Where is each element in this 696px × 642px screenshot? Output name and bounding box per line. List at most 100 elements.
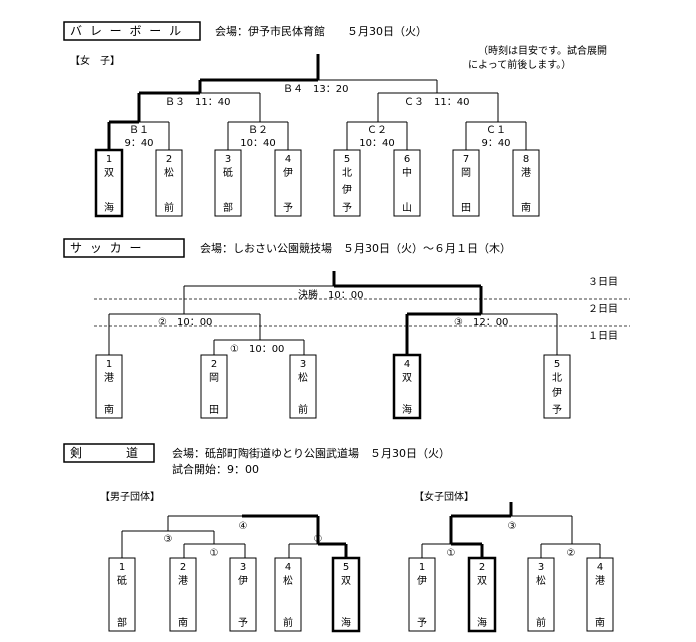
team-name-bottom: 前: [298, 403, 308, 416]
team-number: 3: [538, 562, 544, 573]
team-name-top: 双: [477, 575, 487, 587]
team-name-bottom: 南: [104, 403, 114, 416]
team-number: 2: [166, 154, 172, 165]
team-number: 5: [343, 562, 349, 573]
team-name-bottom: 南: [595, 616, 605, 629]
team-name-top: 伊: [417, 575, 427, 587]
kendo-venue: 会場：砥部町陶街道ゆとり公園武道場 ５月30日（火）: [172, 446, 450, 460]
team-number: 5: [344, 154, 350, 165]
team-name-bottom: 田: [209, 405, 219, 416]
team-name-top: 港: [104, 372, 114, 384]
men-team-label: 【男子団体】: [100, 491, 160, 503]
team-name-bottom: 海: [477, 616, 487, 629]
women-team-label: 【女子団体】: [414, 490, 474, 503]
men-match-1: ①: [210, 548, 219, 559]
team-name-bottom: 前: [164, 201, 174, 214]
volleyball-note-2: によって前後します。）: [468, 58, 571, 71]
team-number: 1: [106, 359, 112, 370]
team-name-bottom: 海: [341, 616, 351, 629]
match-b4: Ｂ４ 13：20: [283, 84, 348, 95]
team-name-top: 松: [164, 166, 174, 179]
women-match-2: ②: [567, 548, 576, 559]
team-name-top: 松: [536, 574, 546, 587]
match-c2-time: 10：40: [359, 138, 394, 149]
day2-label: ２日目: [588, 304, 618, 315]
soccer-title: サ ッ カ ー: [70, 241, 143, 255]
team-number: 4: [597, 562, 603, 573]
team-name-bottom: 山: [402, 202, 412, 214]
team-name-bottom: 南: [521, 201, 531, 214]
day1-label: １日目: [588, 331, 618, 342]
match-final: 決勝 10：00: [298, 288, 363, 301]
volleyball-venue: 会場：伊予市民体育館 ５月30日（火）: [215, 24, 427, 38]
team-name-bottom: 南: [178, 616, 188, 629]
team-name-top: 中: [402, 166, 412, 179]
match-b1-name: Ｂ１: [129, 125, 149, 136]
team-number: 8: [523, 154, 529, 165]
team-number: 1: [419, 562, 425, 573]
team-name-bottom: 予: [283, 202, 293, 214]
team-number: 2: [180, 562, 186, 573]
team-name-top: 岡: [209, 372, 219, 384]
team-name-bottom: 海: [402, 403, 412, 416]
team-number: 4: [285, 562, 291, 573]
team-name-bottom: 前: [283, 616, 293, 629]
match-c3: Ｃ３ 11：40: [404, 97, 469, 108]
team-number: 6: [404, 154, 410, 165]
team-name-top: 伊: [238, 575, 248, 587]
match-2: ② 10：00: [158, 317, 212, 328]
team-name-bottom: 田: [461, 203, 471, 214]
team-name-top: 松: [298, 371, 308, 384]
team-number: 3: [300, 359, 306, 370]
match-c2-name: Ｃ２: [367, 125, 387, 136]
men-match-3: ③: [164, 534, 173, 545]
day3-label: ３日目: [588, 277, 618, 288]
soccer-venue: 会場：しおさい公園競技場 ５月30日（火）～６月１日（木）: [200, 241, 511, 255]
match-c1-time: 9：40: [481, 138, 510, 149]
team-name-bottom: 部: [223, 201, 233, 214]
team-name-top: 港: [595, 575, 605, 587]
kendo-title: 剣 道: [70, 446, 140, 460]
volleyball-note-1: （時刻は目安です。試合展開: [478, 44, 607, 57]
team-name-mid: 伊: [342, 184, 352, 196]
team-name-bottom: 予: [552, 404, 562, 416]
team-name-bottom: 部: [117, 616, 127, 629]
match-3: ③ 12：00: [454, 317, 508, 328]
team-name-top: 砥: [117, 574, 127, 587]
team-number: 2: [211, 359, 217, 370]
team-name-mid: 伊: [552, 387, 562, 399]
team-number: 3: [240, 562, 246, 573]
women-match-3: ③: [508, 521, 517, 532]
men-match-2: ②: [314, 534, 323, 545]
match-b2-time: 10：40: [240, 138, 275, 149]
team-name-bottom: 海: [104, 201, 114, 214]
team-number: 1: [119, 562, 125, 573]
women-match-1: ①: [447, 548, 456, 559]
team-number: 7: [463, 154, 469, 165]
team-number: 1: [106, 154, 112, 165]
match-b2-name: Ｂ２: [248, 125, 268, 136]
match-c1-name: Ｃ１: [486, 125, 506, 136]
team-number: 2: [479, 562, 485, 573]
team-number: 5: [554, 359, 560, 370]
volleyball-category: 【女 子】: [70, 54, 120, 67]
match-b3: Ｂ３ 11：40: [165, 97, 230, 108]
team-number: 4: [404, 359, 410, 370]
team-name-top: 伊: [283, 167, 293, 179]
men-match-4: ④: [239, 521, 248, 532]
kendo-start-time: 試合開始：9：00: [172, 462, 259, 476]
team-name-bottom: 予: [417, 617, 427, 629]
team-name-bottom: 予: [238, 617, 248, 629]
match-b1-time: 9：40: [124, 138, 153, 149]
team-name-top: 北: [552, 372, 562, 384]
team-name-top: 松: [283, 574, 293, 587]
match-1: ① 10：00: [230, 344, 284, 355]
volleyball-title: バ レ ー ボ ー ル: [70, 24, 183, 38]
team-number: 3: [225, 154, 231, 165]
team-name-bottom: 予: [342, 202, 352, 214]
team-name-top: 港: [521, 167, 531, 179]
team-name-bottom: 前: [536, 616, 546, 629]
team-number: 4: [285, 154, 291, 165]
team-name-top: 双: [104, 167, 114, 179]
